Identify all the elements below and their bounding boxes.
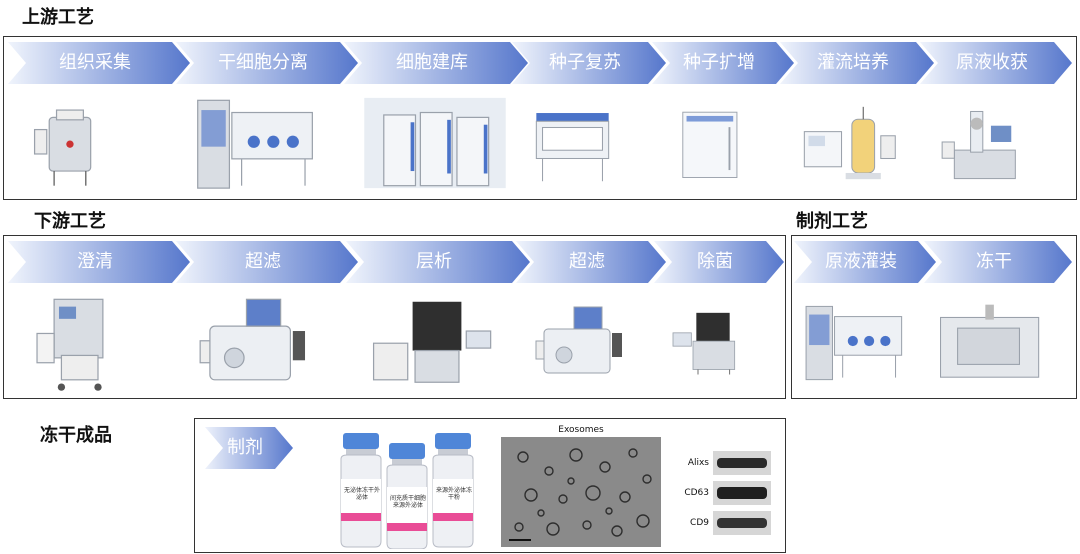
step-arrow: 冻干 — [924, 241, 1072, 283]
step-arrow: 澄清 — [8, 241, 190, 283]
step-label: 种子扩增 — [683, 52, 755, 73]
equipment-image — [190, 292, 342, 392]
step-arrow: 细胞建库 — [344, 42, 528, 84]
step-arrow: 组织采集 — [8, 42, 190, 84]
blot-label: CD9 — [690, 518, 709, 528]
tem-title: Exosomes — [558, 425, 604, 435]
step-arrow: 除菌 — [654, 241, 784, 283]
step-label: 原液灌装 — [825, 251, 897, 272]
western-blot-row: CD63 — [671, 481, 775, 505]
step-label: 原液收获 — [956, 52, 1028, 73]
step-label: 灌流培养 — [817, 52, 889, 73]
vial — [340, 433, 382, 548]
downstream-panel: 澄清 超滤 层析 超滤 除菌 — [3, 235, 786, 399]
tem-image — [501, 437, 661, 547]
blot-band — [713, 481, 771, 505]
upstream-title: 上游工艺 — [22, 7, 94, 28]
product-panel: 制剂 — [194, 418, 786, 553]
step-label: 干细胞分离 — [218, 52, 308, 73]
equipment-image — [358, 93, 512, 193]
blot-label: CD63 — [684, 488, 709, 498]
step-label: 除菌 — [697, 251, 733, 272]
step-label: 组织采集 — [59, 52, 131, 73]
step-arrow: 灌流培养 — [780, 42, 934, 84]
step-arrow: 干细胞分离 — [176, 42, 358, 84]
western-blot-row: Alixs — [671, 451, 775, 475]
equipment-image — [360, 292, 514, 392]
equipment-image — [530, 292, 650, 392]
step-label: 制剂 — [227, 437, 263, 458]
step-label: 澄清 — [77, 251, 113, 272]
vial-label: 无泌体冻干外泌体 — [343, 487, 380, 501]
blot-band — [713, 511, 771, 535]
vial-label: 间充质干细胞来源外泌体 — [389, 495, 426, 509]
step-arrow: 原液收获 — [920, 42, 1072, 84]
blot-band — [713, 451, 771, 475]
vial-label: 来源外泌体冻干粉 — [435, 487, 472, 501]
step-label: 细胞建库 — [396, 52, 468, 73]
vial — [386, 443, 428, 549]
equipment-image — [22, 93, 174, 193]
vials-image: 无泌体冻干外泌体 间充质干细胞来源外泌体 来源外泌体冻干粉 — [335, 427, 485, 549]
step-arrow: 层析 — [346, 241, 530, 283]
equipment-image — [668, 292, 768, 392]
step-label: 层析 — [416, 251, 452, 272]
equipment-image — [794, 93, 918, 193]
step-arrow: 超滤 — [516, 241, 666, 283]
formulation-panel: 原液灌装 冻干 — [791, 235, 1077, 399]
lyophilized-title: 冻干成品 — [40, 425, 112, 446]
step-label: 超滤 — [569, 251, 605, 272]
equipment-image — [190, 93, 342, 193]
step-label: 种子复苏 — [549, 52, 621, 73]
upstream-panel: 组织采集 干细胞分离 细胞建库 种子复苏 种子扩增 灌流培养 原液收获 — [3, 36, 1077, 200]
step-arrow: 原液灌装 — [794, 241, 936, 283]
downstream-title: 下游工艺 — [34, 211, 106, 232]
equipment-image — [666, 93, 778, 193]
step-arrow: 种子扩增 — [652, 42, 794, 84]
step-label: 超滤 — [245, 251, 281, 272]
vial — [432, 433, 474, 548]
step-label: 冻干 — [976, 251, 1012, 272]
equipment-image — [934, 93, 1056, 193]
step-arrow: 超滤 — [176, 241, 358, 283]
equipment-image — [802, 292, 924, 392]
formulation-title: 制剂工艺 — [796, 211, 868, 232]
blot-label: Alixs — [687, 458, 709, 468]
equipment-image — [22, 292, 174, 392]
western-blot-row: CD9 — [671, 511, 775, 535]
step-arrow: 种子复苏 — [512, 42, 666, 84]
equipment-image — [526, 93, 650, 193]
step-arrow-product: 制剂 — [205, 427, 293, 469]
equipment-image — [932, 292, 1060, 392]
